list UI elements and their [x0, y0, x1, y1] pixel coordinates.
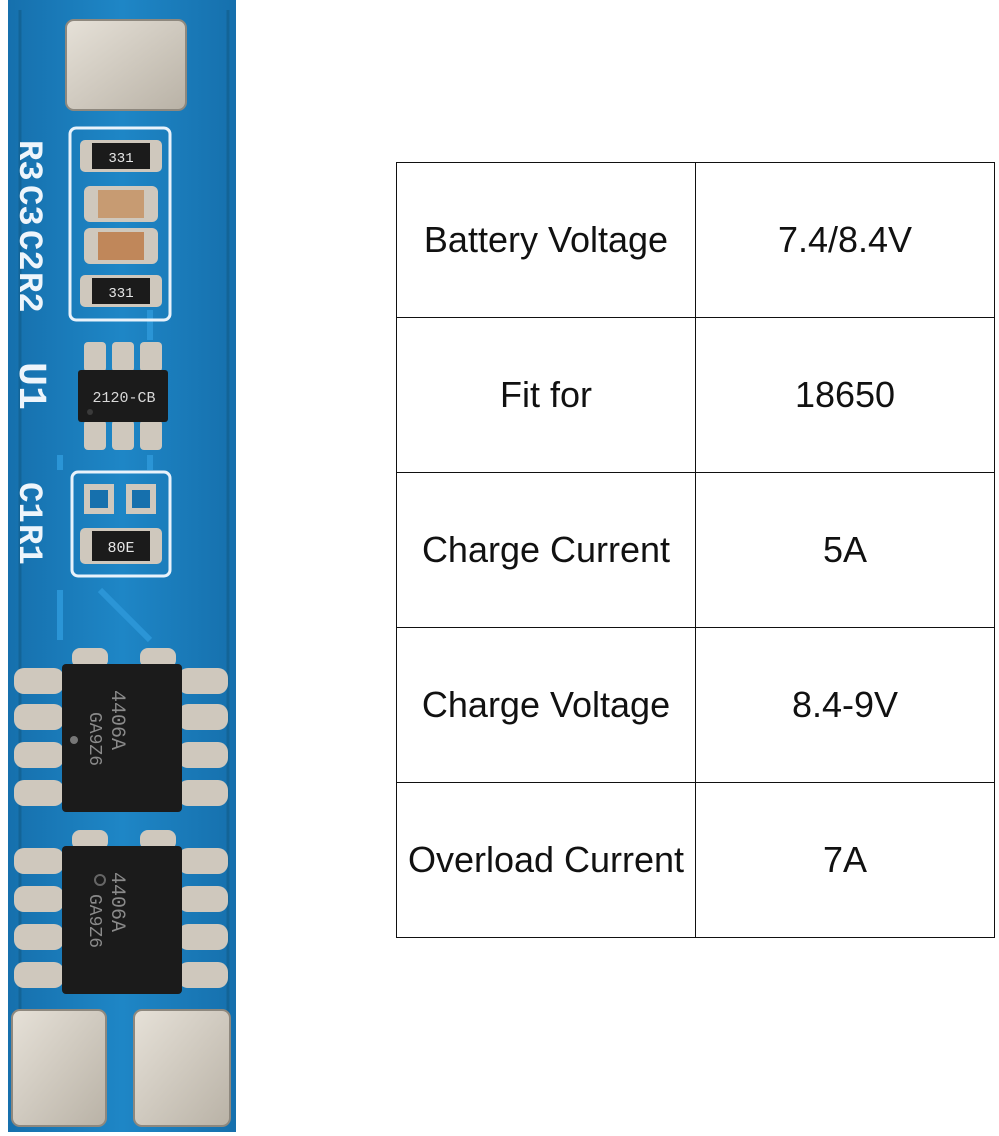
spec-row: Fit for 18650 — [396, 317, 995, 473]
q1-marking-2: GA9Z6 — [84, 712, 104, 766]
spec-row: Charge Current 5A — [396, 472, 995, 628]
spec-row: Overload Current 7A — [396, 782, 995, 938]
q1-mosfet: 4406A GA9Z6 — [14, 648, 228, 812]
spec-value: 18650 — [695, 317, 995, 473]
spec-label: Overload Current — [396, 782, 696, 938]
spec-value: 7A — [695, 782, 995, 938]
silk-c3: C3 — [9, 185, 47, 226]
spec-value: 8.4-9V — [695, 627, 995, 783]
r1-marking: 80E — [107, 540, 134, 557]
spec-row: Charge Voltage 8.4-9V — [396, 627, 995, 783]
spec-label: Battery Voltage — [396, 162, 696, 318]
spec-value: 5A — [695, 472, 995, 628]
r2-marking: 331 — [108, 286, 133, 302]
r3-marking: 331 — [108, 151, 133, 167]
silk-r1: R1 — [9, 524, 47, 565]
silk-r2: R2 — [9, 272, 47, 313]
silk-r3: R3 — [9, 140, 47, 181]
silk-c1: C1 — [9, 482, 47, 523]
spec-row: Battery Voltage 7.4/8.4V — [396, 162, 995, 318]
q2-marking-2: GA9Z6 — [84, 894, 104, 948]
spec-label: Fit for — [396, 317, 696, 473]
top-battery-pad — [65, 19, 187, 111]
q2-marking-1: 4406A — [105, 872, 128, 932]
bottom-pad-right — [133, 1009, 231, 1127]
q2-mosfet: 4406A GA9Z6 — [14, 830, 228, 994]
bottom-pad-left — [11, 1009, 107, 1127]
spec-label: Charge Voltage — [396, 627, 696, 783]
pcb-board-image: 331 331 R3 C3 C2 R2 U1 C1 R1 — [0, 0, 250, 1136]
q1-marking-1: 4406A — [105, 690, 128, 750]
spec-table: Battery Voltage 7.4/8.4V Fit for 18650 C… — [396, 162, 995, 938]
silk-u1: U1 — [7, 362, 52, 410]
spec-value: 7.4/8.4V — [695, 162, 995, 318]
u1-chip: 2120-CB — [78, 342, 168, 450]
spec-label: Charge Current — [396, 472, 696, 628]
u1-marking: 2120-CB — [92, 390, 155, 407]
silk-c2: C2 — [9, 230, 47, 271]
